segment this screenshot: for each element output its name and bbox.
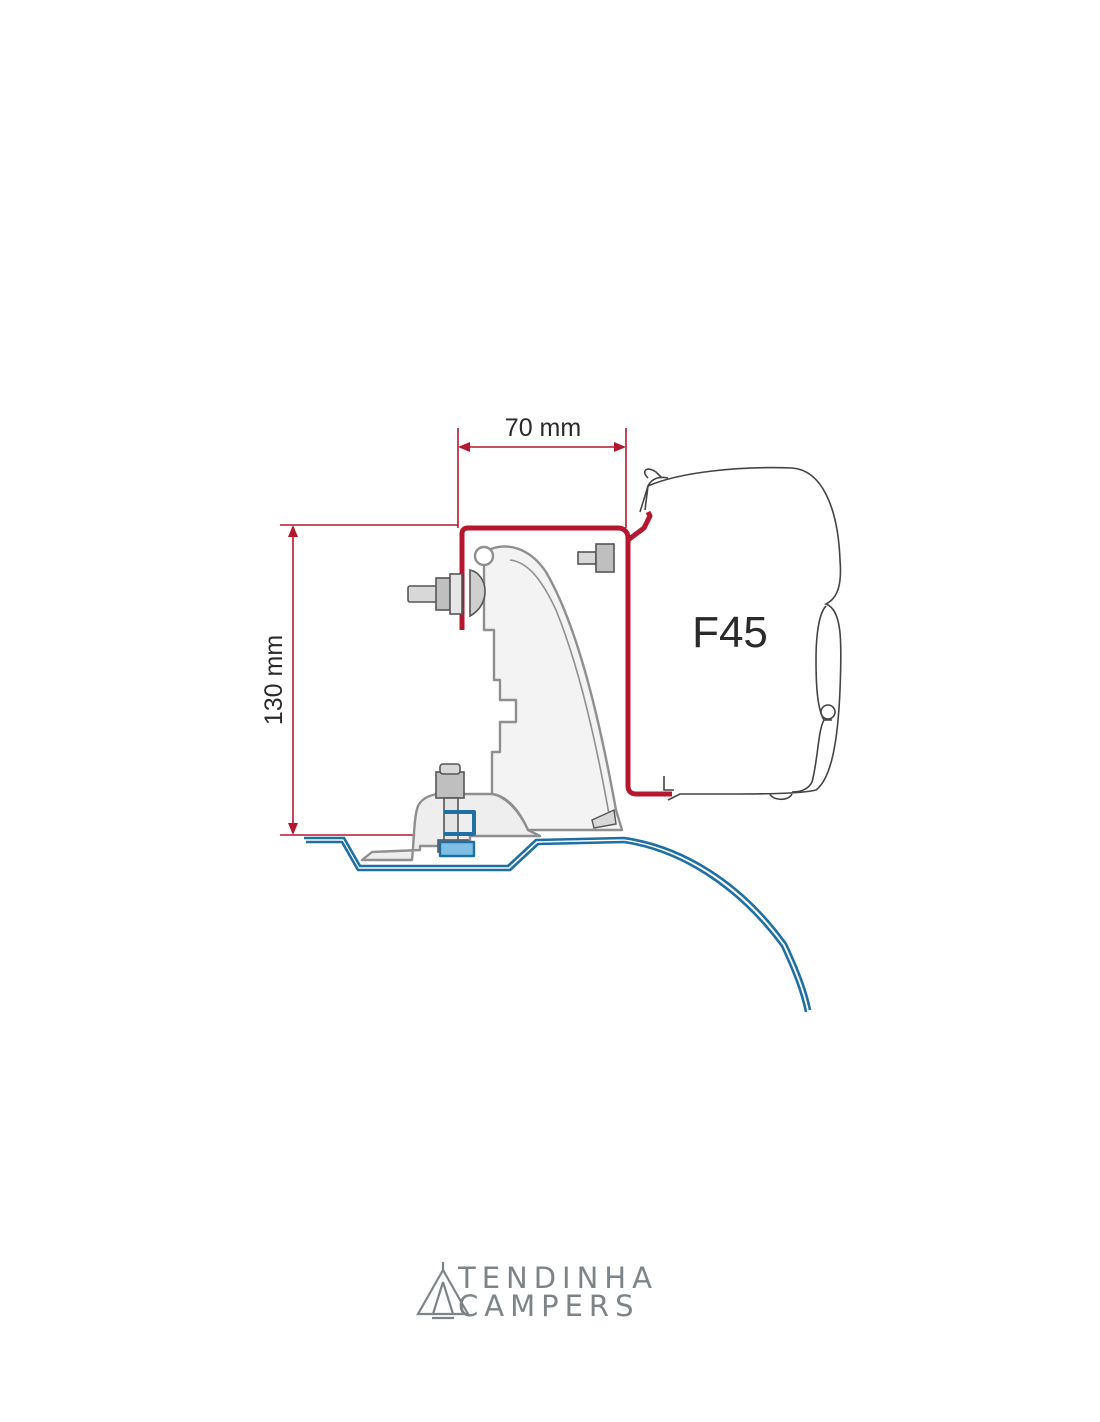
brand-line2: CAMPERS	[458, 1289, 639, 1323]
arrow-up-icon	[288, 525, 298, 537]
adapter-profile	[459, 510, 672, 797]
roof-clamp	[438, 810, 476, 858]
awning-cassette	[639, 466, 842, 801]
arrow-right-icon	[614, 442, 626, 452]
height-dimension-label: 130 mm	[260, 635, 288, 725]
top-right-nut	[577, 543, 615, 573]
height-dimension: 130 mm	[260, 524, 458, 836]
vehicle-roof	[304, 836, 812, 1013]
brand-line1: TENDINHA	[457, 1261, 658, 1295]
width-dimension: 70 mm	[457, 414, 627, 528]
arrow-down-icon	[288, 823, 298, 835]
width-dimension-label: 70 mm	[505, 414, 581, 442]
bottom-right-screw	[591, 808, 617, 829]
cassette-pivot-icon	[820, 704, 836, 720]
tent-icon	[416, 1262, 470, 1320]
top-left-bolt	[407, 569, 486, 618]
arrow-left-icon	[458, 442, 470, 452]
brand-logo: TENDINHA CAMPERS	[416, 1261, 658, 1323]
awning-model-label: F45	[692, 608, 768, 657]
mounting-bracket	[360, 545, 624, 862]
clip-ring-icon	[473, 545, 495, 567]
